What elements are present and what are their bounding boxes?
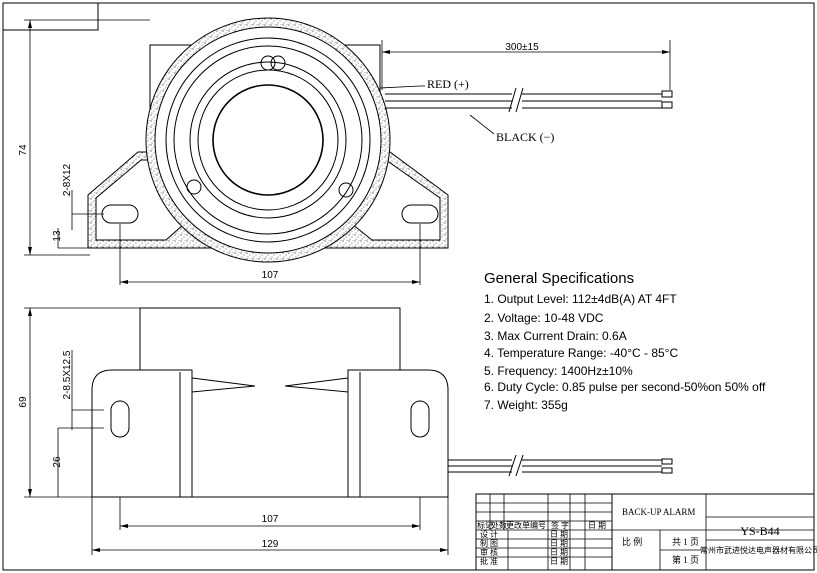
tb-header-change: 更改单编号 (506, 520, 546, 530)
spec-item: 4. Temperature Range: -40°C - 85°C (484, 346, 678, 360)
cable-bundle-side (448, 454, 673, 477)
spec-item: 7. Weight: 355g (484, 398, 568, 412)
mount-hole-left (101, 204, 139, 224)
side-foot-right (347, 369, 449, 498)
tb-role-check: 审 核 (480, 547, 498, 557)
title-block (475, 493, 815, 571)
housing-ring-2 (165, 37, 371, 243)
tb-company: 常州市武进悦达电声器材有限公司 (700, 545, 817, 555)
screw-top-inner (270, 55, 286, 71)
tb-scale-label: 比 例 (622, 536, 642, 547)
tb-model: YS-B44 (740, 524, 779, 538)
dim-side-hole: 2-8.5X12.5 (62, 350, 73, 399)
dim-top-hole-offset: 13 (52, 230, 63, 242)
spec-item: 6. Duty Cycle: 0.85 pulse per second-50%… (484, 380, 766, 394)
corner-label-box (2, 2, 99, 31)
dim-top-hole-spacing: 107 (262, 270, 279, 281)
specs-title: General Specifications (484, 270, 634, 287)
screw-left (186, 179, 202, 195)
tb-role-approve: 批 准 (480, 556, 498, 566)
tb-role-design: 设 计 (480, 529, 498, 539)
dim-top-hole: 2-8X12 (62, 163, 73, 196)
tb-product-name: BACK-UP ALARM (622, 507, 695, 517)
side-view-dimensions (24, 307, 449, 555)
tb-role-draw: 制 图 (480, 538, 498, 548)
dim-side-height: 69 (18, 396, 29, 408)
spec-item: 1. Output Level: 112±4dB(A) AT 4FT (484, 292, 677, 306)
tb-date-label: 日 期 (550, 530, 568, 539)
top-view-dimensions (24, 19, 671, 285)
spec-item: 5. Frequency: 1400Hz±10% (484, 364, 633, 378)
screw-top-outer (260, 55, 276, 71)
dim-top-height: 74 (18, 144, 29, 156)
mount-hole-right (401, 204, 439, 224)
side-view (91, 307, 673, 498)
tb-date-label: 日 期 (550, 539, 568, 548)
label-red-wire: RED (+) (427, 77, 469, 91)
top-view (87, 17, 673, 263)
dim-side-hole-spacing: 107 (262, 514, 279, 525)
label-black-wire: BLACK (−) (496, 130, 554, 144)
dim-cable-length: 300±15 (505, 42, 539, 53)
tb-sheet-number: 第 1 页 (672, 554, 699, 565)
horn-opening (212, 84, 324, 196)
tb-sheets-total: 共 1 页 (672, 537, 699, 547)
cable-bundle-top (385, 87, 673, 113)
dim-side-hole-offset: 26 (52, 456, 63, 468)
side-hole-left (110, 400, 130, 438)
tb-header-count: 处数 (491, 520, 507, 530)
top-view-arrows (28, 20, 670, 284)
side-clip-left (191, 377, 256, 393)
spec-item: 3. Max Current Drain: 0.6A (484, 329, 627, 343)
tb-date-label: 日 期 (550, 548, 568, 557)
spec-item: 2. Voltage: 10-48 VDC (484, 311, 604, 325)
side-hole-right (410, 400, 430, 438)
tb-header-sign: 签 字 (551, 520, 569, 530)
horn-ring (189, 61, 347, 219)
tb-header-mark: 标记 (477, 520, 493, 530)
side-clip-right (284, 377, 349, 393)
dim-side-total-width: 129 (262, 539, 279, 550)
side-foot-left (91, 369, 193, 498)
screw-right (338, 182, 354, 198)
side-housing-top (140, 307, 401, 372)
housing-ring-3 (173, 45, 363, 235)
tb-date-label: 日 期 (550, 557, 568, 566)
tb-header-date: 日 期 (588, 521, 606, 530)
side-view-arrows (28, 308, 448, 552)
general-specifications: General Specifications 1. Output Level: … (484, 270, 766, 412)
